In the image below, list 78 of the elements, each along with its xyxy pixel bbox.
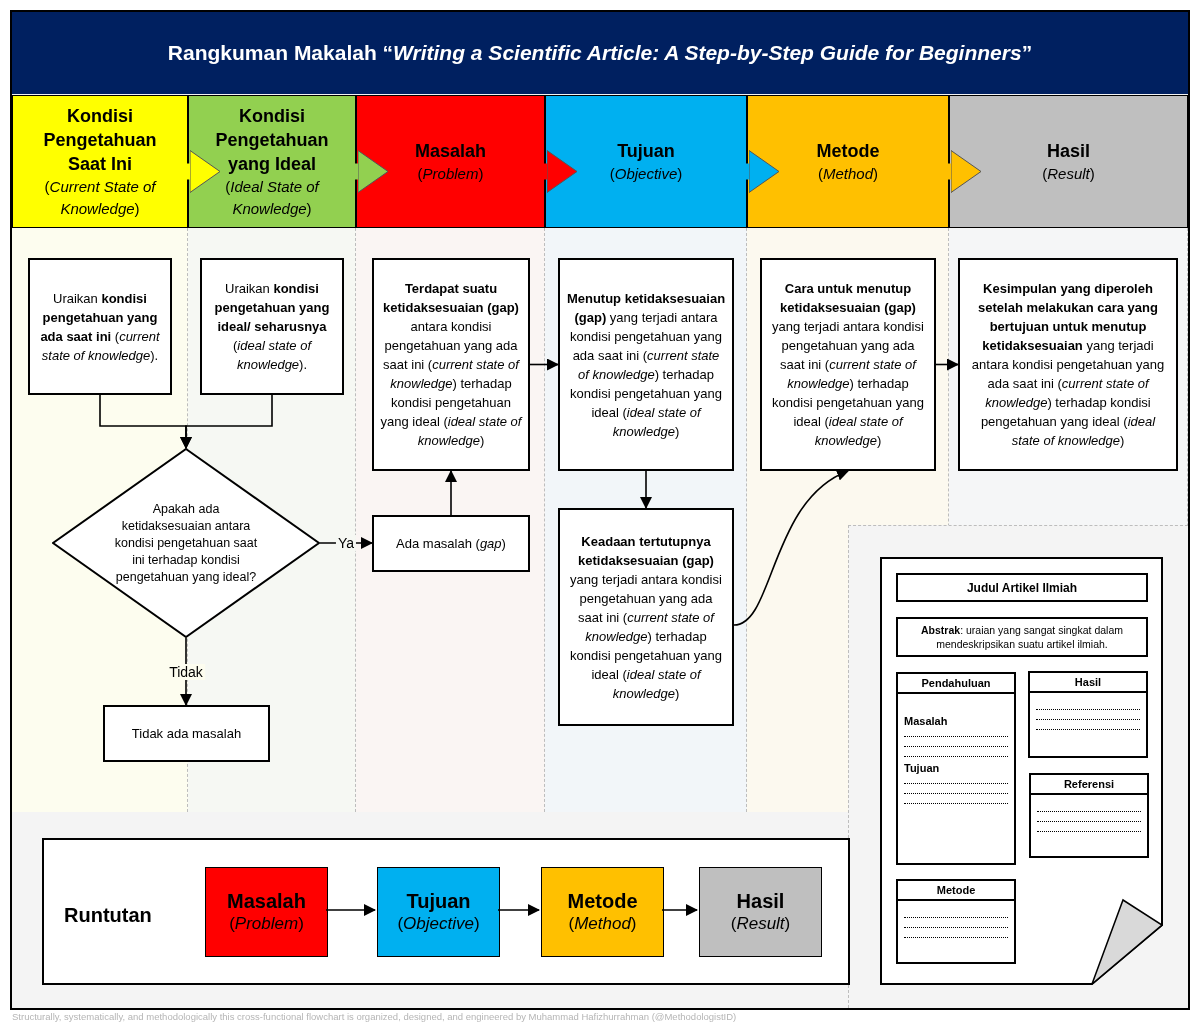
box-text: Uraikan kondisi pengetahuan yang ideal/ seharusnya (ideal state of knowledge).	[213, 280, 331, 374]
category-header	[949, 95, 1188, 228]
box-text: Terdapat suatu ketidaksesuaian (gap) antara kondisi pengetahuan yang ada saat ini (current state of knowledge) terhadap kondisi pengetahuan yang ideal (ideal state of knowledge)	[380, 280, 522, 450]
process-box	[558, 508, 734, 726]
arrow	[529, 358, 559, 371]
header-subtitle: (Method)	[817, 163, 878, 184]
arrow	[935, 358, 959, 371]
header-title: Metode	[816, 139, 880, 163]
document-section	[896, 879, 1016, 964]
arrow	[640, 470, 652, 509]
process-box	[200, 258, 344, 395]
subsection-heading: Tujuan	[903, 761, 941, 775]
header-title: Masalah	[414, 139, 486, 163]
decision-text: Apakah ada ketidaksesuaian antara kondisi pengetahuan saat ini terhadap kondisi pengetahuan yang ideal?	[113, 500, 259, 586]
arrow	[180, 394, 273, 449]
header-subtitle: (Method)	[568, 913, 637, 935]
header-title: Hasil	[736, 889, 785, 913]
sequence-panel	[42, 838, 850, 985]
box-text: Ada masalah (gap)	[396, 535, 506, 553]
category-header	[356, 95, 545, 228]
box-text: Keadaan tertutupnya ketidaksesuaian (gap) yang terjadi antara kondisi pengetahuan yang ada saat ini (current state of knowledge) terhadap kondisi pengetahuan yang ideal (ideal state of knowledge)	[569, 532, 723, 703]
process-box	[103, 705, 270, 762]
category-header	[205, 867, 328, 957]
section-heading: Hasil	[1030, 673, 1146, 693]
arrow	[325, 904, 376, 916]
header-subtitle: (Result)	[730, 913, 791, 935]
box-text: Menutup ketidaksesuaian (gap) yang terjadi antara kondisi pengetahuan yang ada saat ini (current state of knowledge) terhadap kondisi pengetahuan yang ideal (ideal state of knowledge)	[566, 289, 726, 441]
header-subtitle: (Ideal State of Knowledge)	[224, 176, 321, 219]
section-heading: Pendahuluan	[898, 674, 1014, 694]
header-title: Kondisi Pengetahuan yang Ideal	[215, 104, 329, 176]
arrow	[661, 904, 698, 916]
category-header	[699, 867, 822, 957]
category-header	[12, 95, 188, 228]
panel-title: Runtutan	[64, 903, 152, 928]
header-title: Hasil	[1047, 139, 1090, 163]
category-header	[541, 867, 664, 957]
header-subtitle: (Problem)	[417, 163, 484, 184]
process-box	[958, 258, 1178, 471]
edge-label: Ya	[335, 535, 357, 551]
section-heading: Metode	[898, 881, 1014, 901]
box-text: Kesimpulan yang diperoleh setelah melakukan cara yang bertujuan untuk menutup ketidaksesuaian yang terjadi antara kondisi pengetahuan yang ada saat ini (current state of knowledge) terhadap kondisi pengetahuan yang ideal (ideal state of knowledge)	[970, 280, 1166, 450]
arrow	[733, 470, 849, 626]
section-heading: Referensi	[1031, 775, 1147, 795]
box-text: Tidak ada masalah	[131, 725, 242, 743]
document-field-text: Judul Artikel Ilmiah	[966, 580, 1078, 595]
decision-diamond	[52, 448, 320, 638]
document-field-text: Abstrak: uraian yang sangat singkat dalam mendeskripsikan suatu artikel ilmiah.	[920, 623, 1124, 651]
category-header	[747, 95, 949, 228]
header-subtitle: (Result)	[1042, 163, 1095, 184]
document-section	[1029, 773, 1149, 858]
header-title: Tujuan	[617, 139, 675, 163]
process-box	[28, 258, 172, 395]
document-field	[896, 573, 1148, 602]
arrow	[445, 470, 457, 516]
header-subtitle: (Objective)	[609, 163, 683, 184]
arrow	[497, 904, 540, 916]
process-box	[372, 258, 530, 471]
document-section	[896, 672, 1016, 865]
header-title: Kondisi Pengetahuan Saat Ini	[42, 104, 158, 176]
category-header	[377, 867, 500, 957]
header-subtitle: (Objective)	[397, 913, 480, 935]
box-text: Uraikan kondisi pengetahuan yang ada saat ini (current state of knowledge).	[39, 289, 161, 365]
category-header	[188, 95, 356, 228]
document-field	[896, 617, 1148, 657]
header-subtitle: (Current State of Knowledge)	[43, 176, 158, 219]
box-text: Cara untuk menutup ketidaksesuaian (gap) yang terjadi antara kondisi pengetahuan yang ada saat ini (current state of knowledge) terhadap kondisi pengetahuan yang ideal (ideal state of knowledge)	[771, 280, 925, 450]
process-box	[760, 258, 936, 471]
credit-note: Structurally, systematically, and methodologically this cross-functional flowchart is organized, designed, and engineered by Muhammad Hafizhurrahman (@MethodologistID)	[12, 1011, 737, 1023]
document-section	[1028, 671, 1148, 758]
header-title: Tujuan	[406, 889, 471, 913]
header-subtitle: (Problem)	[229, 913, 304, 935]
diagram-title: Rangkuman Makalah “Writing a Scientific Article: A Step-by-Step Guide for Beginners”	[167, 40, 1033, 67]
header-title: Metode	[567, 889, 638, 913]
subsection-heading: Masalah	[903, 714, 949, 728]
category-header	[545, 95, 747, 228]
process-box	[372, 515, 530, 572]
process-box	[558, 258, 734, 471]
header-title: Masalah	[227, 889, 306, 913]
